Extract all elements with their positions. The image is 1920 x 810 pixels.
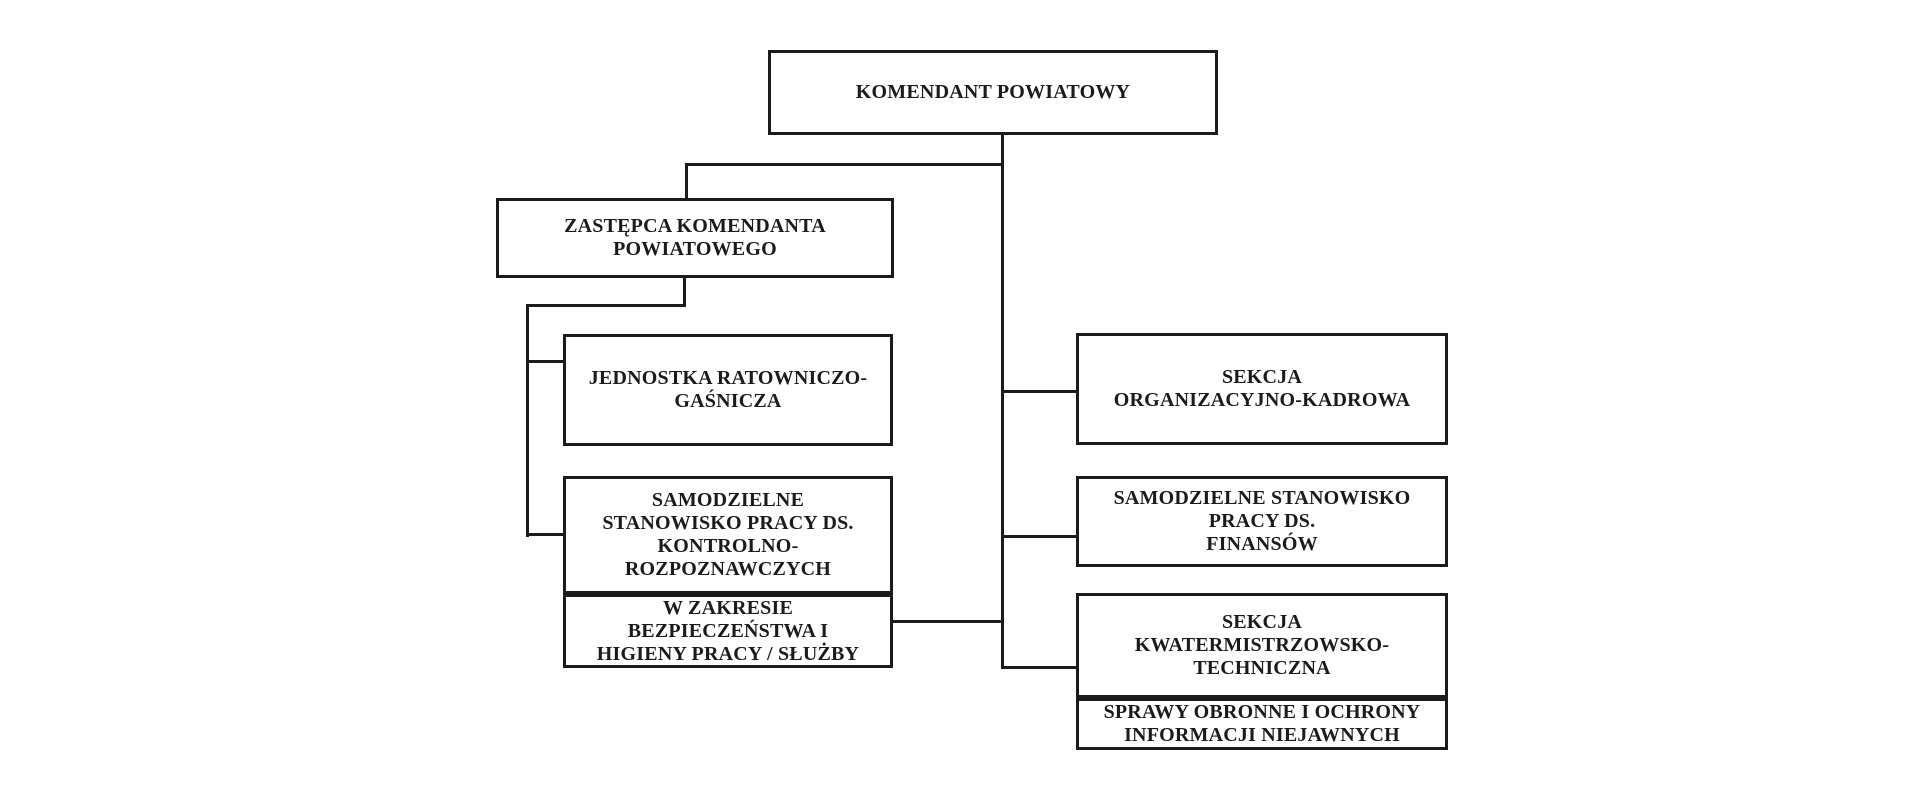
node-samodzielne-stanowisko-kontrolno-rozpoznawcze: SAMODZIELNE STANOWISKO PRACY DS. KONTROL…: [563, 476, 893, 594]
node-sekcja-kwatermistrzowsko-techniczna: SEKCJA KWATERMISTRZOWSKO- TECHNICZNA: [1076, 593, 1448, 698]
edge-stub-samodzielne: [526, 533, 566, 536]
node-w-zakresie-bezpieczenstwa-label: W ZAKRESIE BEZPIECZEŃSTWA I HIGIENY PRAC…: [596, 596, 860, 665]
node-zastepca-komendanta: ZASTĘPCA KOMENDANTA POWIATOWEGO: [496, 198, 894, 278]
edge-zastepca-drop-v: [685, 163, 688, 199]
edge-left-branch-vertical: [526, 304, 529, 537]
node-sekcja-kwatermistrzowsko-techniczna-label: SEKCJA KWATERMISTRZOWSKO- TECHNICZNA: [1134, 611, 1390, 679]
edge-wzakresie-trunk-h: [891, 620, 1004, 623]
node-zastepca-komendanta-label: ZASTĘPCA KOMENDANTA POWIATOWEGO: [564, 215, 826, 260]
edge-komendant-zastepca-h: [685, 163, 1004, 166]
node-samodzielne-stanowisko-kontrolno-rozpoznawcze-label: SAMODZIELNE STANOWISKO PRACY DS. KONTROL…: [602, 489, 854, 580]
node-sprawy-obronne-label: SPRAWY OBRONNE I OCHRONY INFORMACJI NIEJ…: [1103, 701, 1421, 746]
node-jednostka-ratowniczo-gasnicza: JEDNOSTKA RATOWNICZO- GAŚNICZA: [563, 334, 893, 446]
edge-stub-jednostka: [526, 360, 566, 363]
node-sekcja-organizacyjno-kadrowa-label: SEKCJA ORGANIZACYJNO-KADROWA: [1113, 366, 1411, 411]
node-samodzielne-stanowisko-finansow: SAMODZIELNE STANOWISKO PRACY DS. FINANSÓ…: [1076, 476, 1448, 567]
edge-trunk-vertical: [1001, 134, 1004, 669]
node-komendant-powiatowy-label: KOMENDANT POWIATOWY: [855, 81, 1131, 103]
node-sprawy-obronne: SPRAWY OBRONNE I OCHRONY INFORMACJI NIEJ…: [1076, 698, 1448, 750]
node-sekcja-organizacyjno-kadrowa: SEKCJA ORGANIZACYJNO-KADROWA: [1076, 333, 1448, 445]
edge-zastepca-down-v: [683, 276, 686, 307]
node-w-zakresie-bezpieczenstwa: W ZAKRESIE BEZPIECZEŃSTWA I HIGIENY PRAC…: [563, 594, 893, 668]
node-jednostka-ratowniczo-gasnicza-label: JEDNOSTKA RATOWNICZO- GAŚNICZA: [588, 367, 868, 412]
node-samodzielne-stanowisko-finansow-label: SAMODZIELNE STANOWISKO PRACY DS. FINANSÓ…: [1113, 487, 1411, 555]
edge-stub-finansow: [1001, 535, 1079, 538]
node-komendant-powiatowy: KOMENDANT POWIATOWY: [768, 50, 1218, 135]
edge-stub-kwatermistrzowska: [1001, 666, 1079, 669]
edge-stub-sekcja-organizacyjna: [1001, 390, 1079, 393]
edge-left-step-h: [526, 304, 686, 307]
